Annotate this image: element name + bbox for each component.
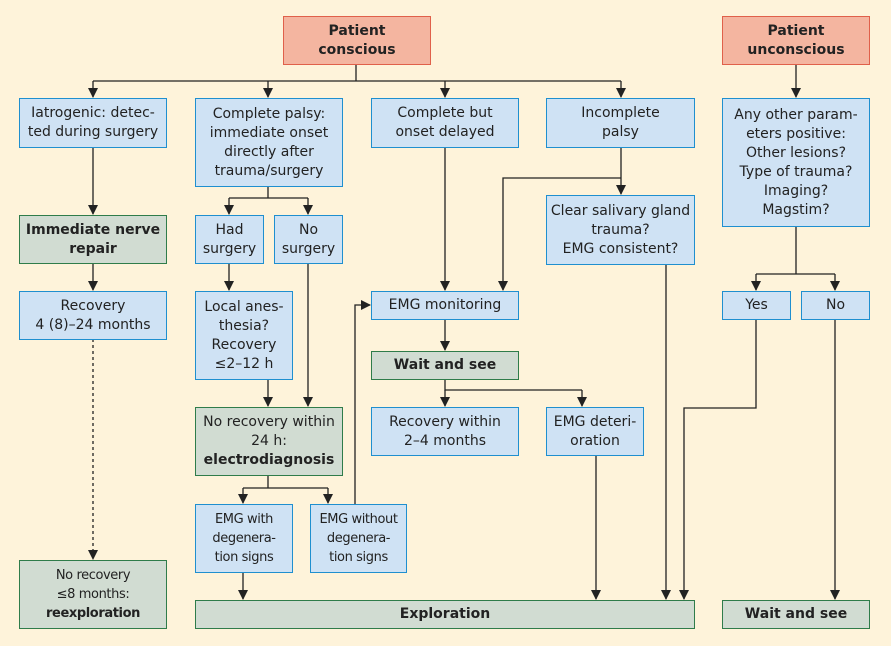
node-text: ≤8 months: <box>56 587 130 602</box>
node-wait-see-right: Wait and see <box>722 600 870 629</box>
node-text: Had <box>215 221 244 238</box>
node-text: No recovery <box>55 568 131 583</box>
node-text: ≤2–12 h <box>214 355 274 372</box>
node-text: Any other param- <box>734 106 858 123</box>
node-text: Complete palsy: <box>212 105 326 122</box>
node-text: conscious <box>318 41 396 58</box>
node-text: oration <box>570 432 620 449</box>
node-emg-monitoring: EMG monitoring <box>371 291 519 320</box>
node-text: Patient <box>328 22 386 39</box>
node-patient-conscious: Patient conscious <box>283 16 431 65</box>
node-emg-without-degen: EMG without degenera-tion signs <box>310 504 407 573</box>
node-text: EMG deteri- <box>553 413 637 430</box>
node-salivary-gland: Clear salivary gland trauma? EMG consisten… <box>546 195 695 265</box>
node-text: Clear salivary gland <box>550 202 691 219</box>
arrow-incomplete-to-monitoring <box>498 177 621 291</box>
node-text: thesia? <box>218 317 270 334</box>
node-other-parameters: Any other param-eters positive: Other les… <box>722 98 870 227</box>
node-text: unconscious <box>747 41 845 58</box>
node-text-bold: electrodiagnosis <box>203 452 335 468</box>
connector-palsy-trunk <box>229 186 308 199</box>
node-text: Recovery within <box>389 413 501 430</box>
node-no-recovery-24h: No recovery within 24 h: electrodiagnosis <box>195 407 343 476</box>
node-recovery-2-4: Recovery within 2–4 months <box>371 407 519 456</box>
node-immediate-repair: Immediate nerve repair <box>19 215 167 264</box>
connector-wait-split <box>444 379 582 391</box>
node-incomplete-palsy: Incomplete palsy <box>546 98 695 148</box>
node-text: EMG without <box>319 512 398 527</box>
node-text-bold: reexploration <box>46 606 140 621</box>
node-text: surgery <box>202 240 257 257</box>
node-no-recovery-8m: No recovery ≤8 months: reexploration <box>19 560 167 629</box>
arrow-yes-to-exploration <box>679 319 757 600</box>
node-iatrogenic: Iatrogenic: detec-ted during surgery <box>19 98 167 148</box>
node-text: onset delayed <box>395 124 495 140</box>
connector-params-split <box>756 226 835 275</box>
node-patient-unconscious: Patient unconscious <box>722 16 870 65</box>
node-text: immediate onset <box>209 124 329 141</box>
node-text: tion signs <box>329 550 388 565</box>
node-complete-delayed: Complete but onset delayed <box>371 98 519 148</box>
node-text: directly after <box>224 143 314 160</box>
node-text: Imaging? <box>763 182 829 199</box>
node-wait-see-mid: Wait and see <box>371 351 519 380</box>
node-text: Local anes- <box>204 298 284 315</box>
node-no-surgery: No surgery <box>274 215 343 264</box>
node-text: Yes <box>745 297 768 313</box>
node-text: 24 h: <box>251 433 287 449</box>
node-local-anesthesia: Local anes-thesia? Recovery ≤2–12 h <box>195 291 293 380</box>
node-text: degenera- <box>212 531 276 546</box>
node-had-surgery: Had surgery <box>195 215 264 264</box>
node-text: Incomplete <box>581 105 660 121</box>
node-text: Wait and see <box>744 606 848 622</box>
node-text: No <box>298 221 319 238</box>
node-text: Wait and see <box>393 357 497 373</box>
node-text: EMG consistent? <box>562 240 679 257</box>
node-text: eters positive: <box>746 125 846 142</box>
node-text: trauma/surgery <box>214 162 324 179</box>
node-emg-with-degen: EMG with degenera-tion signs <box>195 504 293 573</box>
node-complete-palsy: Complete palsy: immediate onset directly a… <box>195 98 343 187</box>
node-text: EMG monitoring <box>388 297 502 313</box>
node-text: No <box>825 297 846 313</box>
node-text: Type of trauma? <box>739 163 853 180</box>
arrow-emg-without-to-monitoring <box>354 300 371 504</box>
node-text: tion signs <box>214 550 274 565</box>
node-emg-deterioration: EMG deteri-oration <box>546 407 644 456</box>
node-text: repair <box>69 240 117 257</box>
node-no: No <box>801 291 870 320</box>
node-text: 4 (8)–24 months <box>35 316 151 333</box>
node-text: Magstim? <box>762 201 830 218</box>
node-yes: Yes <box>722 291 791 320</box>
node-text: No recovery within <box>203 414 335 430</box>
node-text: trauma? <box>591 221 650 238</box>
node-text: Complete but <box>397 105 493 121</box>
node-text: Patient <box>767 22 825 39</box>
node-text: EMG with <box>214 512 273 527</box>
connector-electro-split <box>243 475 328 489</box>
node-text: palsy <box>602 124 639 140</box>
node-text: surgery <box>281 240 336 257</box>
node-text: degenera- <box>326 531 391 546</box>
node-text: 2–4 months <box>404 432 486 449</box>
node-text: ted during surgery <box>27 124 159 140</box>
node-text: Exploration <box>399 606 491 622</box>
node-text: Immediate nerve <box>25 221 161 238</box>
node-text: Recovery <box>60 297 126 314</box>
node-text: Other lesions? <box>745 144 847 161</box>
node-text: Iatrogenic: detec- <box>31 105 155 121</box>
node-recovery-long: Recovery 4 (8)–24 months <box>19 291 167 340</box>
node-exploration: Exploration <box>195 600 695 629</box>
node-text: Recovery <box>211 336 277 353</box>
